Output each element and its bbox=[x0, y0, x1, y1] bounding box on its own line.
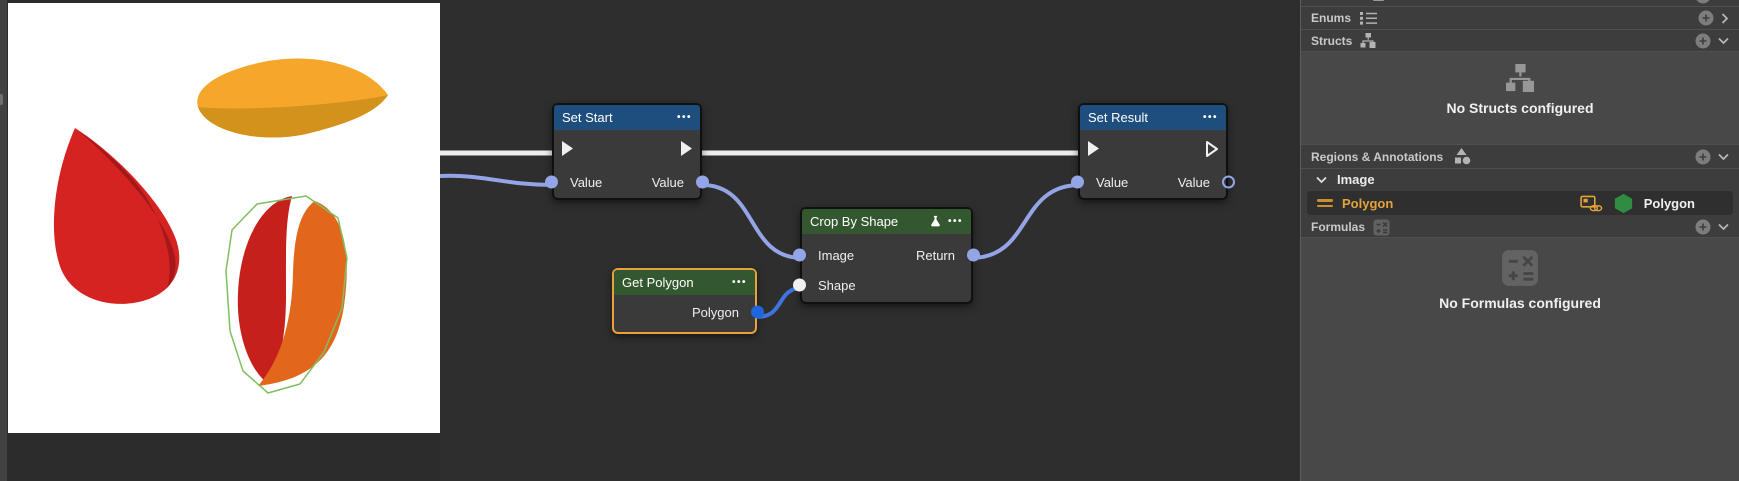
exec-in-pin[interactable] bbox=[1087, 140, 1100, 157]
add-struct-button[interactable] bbox=[1695, 33, 1711, 49]
exec-out-pin[interactable] bbox=[1205, 140, 1219, 158]
chevron-down-icon[interactable] bbox=[1718, 223, 1729, 231]
node-title: Set Start bbox=[562, 110, 613, 125]
image-annotation-icon bbox=[1580, 195, 1603, 212]
node-set-start[interactable]: Set Start ••• Value Value bbox=[545, 103, 709, 200]
value-wire-start-to-crop bbox=[700, 183, 804, 260]
structs-icon bbox=[1360, 33, 1376, 48]
preview-shapes bbox=[53, 58, 388, 394]
node-title: Crop By Shape bbox=[810, 214, 899, 229]
image-preview bbox=[8, 3, 440, 433]
image-input-pin[interactable] bbox=[793, 248, 806, 262]
image-input-label: Image bbox=[818, 247, 855, 263]
value-output-pin[interactable] bbox=[1222, 175, 1235, 189]
red-blob-2 bbox=[237, 196, 292, 382]
regions-label: Regions & Annotations bbox=[1311, 149, 1444, 164]
structs-empty-icon bbox=[1505, 64, 1535, 92]
enums-label: Enums bbox=[1311, 11, 1352, 25]
flask-icon bbox=[929, 215, 942, 228]
value-input-pin[interactable] bbox=[545, 175, 558, 189]
viewer-collapse-handle[interactable] bbox=[0, 94, 3, 105]
annotation-name: Polygon bbox=[1342, 195, 1394, 211]
value-output-pin[interactable] bbox=[696, 175, 709, 189]
node-crop-by-shape[interactable]: Crop By Shape ••• Image Return Shape bbox=[793, 207, 980, 304]
chevron-down-icon[interactable] bbox=[1316, 176, 1327, 184]
configuration-panel: Enums Structs bbox=[1300, 0, 1739, 481]
polygon-output-label: Polygon bbox=[692, 304, 739, 320]
node-menu-button[interactable]: ••• bbox=[1202, 111, 1218, 123]
node-get-polygon[interactable]: Get Polygon ••• Polygon bbox=[612, 268, 764, 334]
section-formulas[interactable]: Formulas bbox=[1301, 217, 1739, 238]
shape-input-label: Shape bbox=[818, 277, 856, 293]
structs-label: Structs bbox=[1311, 33, 1353, 48]
add-enum-button[interactable] bbox=[1698, 10, 1714, 26]
chevron-down-icon[interactable] bbox=[1718, 37, 1729, 45]
chevron-right-icon[interactable] bbox=[1721, 12, 1729, 24]
value-input-pin[interactable] bbox=[1071, 175, 1084, 189]
formulas-icon bbox=[1373, 219, 1390, 236]
polygon-annotation-overlay[interactable] bbox=[225, 195, 348, 394]
value-wire-crop-to-result bbox=[969, 183, 1082, 260]
formulas-label: Formulas bbox=[1311, 220, 1366, 234]
node-menu-button[interactable]: ••• bbox=[731, 276, 747, 288]
value-input-label: Value bbox=[570, 174, 603, 190]
orange-blob bbox=[258, 201, 347, 386]
annotation-row-wrap: Polygon Polygon bbox=[1301, 190, 1739, 217]
group-image[interactable]: Image bbox=[1301, 169, 1739, 190]
formulas-empty-text: No Formulas configured bbox=[1439, 295, 1601, 311]
exec-in-pin[interactable] bbox=[561, 140, 574, 157]
structs-empty-text: No Structs configured bbox=[1446, 100, 1594, 116]
enums-icon bbox=[1359, 11, 1378, 25]
clipped-section-row bbox=[1301, 0, 1739, 7]
add-region-button[interactable] bbox=[1695, 149, 1711, 165]
section-regions-annotations[interactable]: Regions & Annotations bbox=[1301, 145, 1739, 169]
value-input-label: Value bbox=[1096, 174, 1129, 190]
node-set-result-header[interactable]: Set Result ••• bbox=[1080, 105, 1226, 130]
value-output-label: Value bbox=[651, 174, 684, 190]
regions-annotations-icon bbox=[1451, 148, 1472, 165]
image-group-label: Image bbox=[1337, 172, 1375, 187]
polygon-output-pin[interactable] bbox=[751, 305, 764, 319]
value-output-label: Value bbox=[1177, 174, 1210, 190]
value-wire-in bbox=[440, 173, 556, 187]
annotation-type-label: Polygon bbox=[1643, 195, 1695, 211]
node-set-start-header[interactable]: Set Start ••• bbox=[554, 105, 700, 130]
add-formula-button[interactable] bbox=[1695, 219, 1711, 235]
section-structs[interactable]: Structs bbox=[1301, 30, 1739, 52]
clipped-section-icon bbox=[1373, 0, 1384, 1]
node-menu-button[interactable]: ••• bbox=[676, 111, 692, 123]
hexagon-icon bbox=[1612, 192, 1635, 215]
formulas-empty-state: No Formulas configured bbox=[1301, 238, 1739, 481]
red-blob bbox=[53, 128, 180, 304]
node-menu-button[interactable]: ••• bbox=[947, 215, 963, 227]
node-get-polygon-header[interactable]: Get Polygon ••• bbox=[614, 270, 755, 295]
viewer-left-strip bbox=[0, 0, 7, 481]
node-title: Set Result bbox=[1088, 110, 1148, 125]
image-viewer-pane bbox=[7, 0, 440, 481]
node-set-result[interactable]: Set Result ••• Value Value bbox=[1071, 103, 1235, 200]
shape-input-pin[interactable] bbox=[793, 278, 806, 292]
node-graph-canvas[interactable]: Set Start ••• Value Value Get Polygon bbox=[440, 0, 1300, 481]
exec-out-pin[interactable] bbox=[680, 140, 693, 157]
formulas-empty-icon bbox=[1501, 249, 1539, 287]
return-output-label: Return bbox=[915, 247, 955, 263]
return-output-pin[interactable] bbox=[967, 248, 980, 262]
node-crop-by-shape-header[interactable]: Crop By Shape ••• bbox=[802, 209, 971, 234]
chevron-down-icon[interactable] bbox=[1718, 153, 1729, 161]
drag-handle-icon[interactable] bbox=[1317, 199, 1333, 207]
section-enums[interactable]: Enums bbox=[1301, 7, 1739, 30]
yellow-blob-shade bbox=[198, 95, 388, 138]
annotation-row-polygon[interactable]: Polygon Polygon bbox=[1307, 191, 1733, 215]
structs-empty-state: No Structs configured bbox=[1301, 52, 1739, 145]
add-button[interactable] bbox=[1695, 0, 1711, 4]
node-title: Get Polygon bbox=[622, 275, 694, 290]
